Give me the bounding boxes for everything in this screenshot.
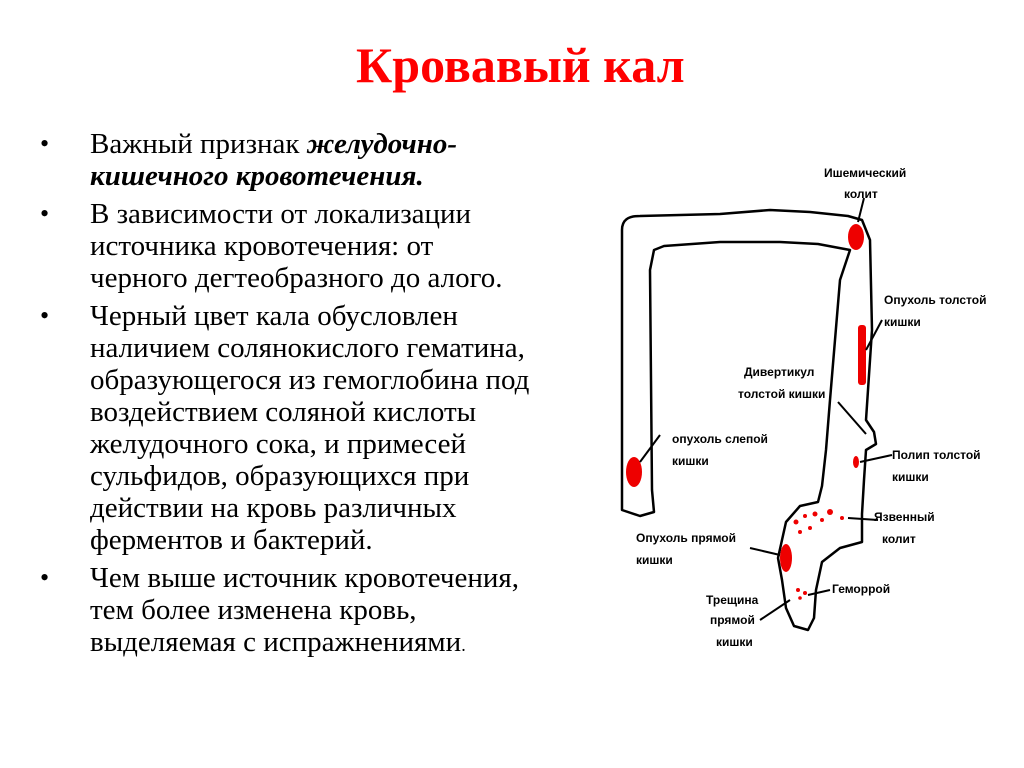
text-line: сульфидов, образующихся при <box>90 460 470 492</box>
blood-spot-polyp <box>853 456 859 468</box>
text-line: ферментов и бактерий. <box>90 524 373 556</box>
text-line: наличием солянокислого гематина, <box>90 332 525 364</box>
text-line: действии на кровь различных <box>90 492 457 524</box>
label-rectal-tumor: Опухоль прямой кишки <box>636 531 739 567</box>
text-line: Чем выше источник кровотечения, <box>90 562 519 594</box>
text-line: кишечного кровотечения. <box>90 160 424 192</box>
label-anal-fissure: Трещина прямой кишки <box>706 593 762 649</box>
colon-outer-outline <box>620 208 878 632</box>
label-cecum-tumor: опухоль слепой кишки <box>672 432 771 468</box>
bullet-item: • Важный признак желудочно- кишечного кр… <box>40 128 590 192</box>
blood-spot-cecum-tumor <box>626 457 642 487</box>
blood-spots-hemorrhoids <box>796 588 807 600</box>
text-line: В зависимости от локализации <box>90 198 472 230</box>
text-line: Черный цвет кала обусловлен <box>90 300 458 332</box>
bullet-item: • В зависимости от локализации источника… <box>40 198 590 294</box>
bullet-dot-icon: • <box>40 563 50 592</box>
leader-lines <box>639 197 893 621</box>
slide-title: Кровавый кал <box>356 37 685 93</box>
text-line: образующегося из гемоглобина под <box>90 364 530 396</box>
bullet-list: • Важный признак желудочно- кишечного кр… <box>40 128 590 667</box>
blood-spot-rectal-tumor <box>780 544 792 572</box>
bullet-item: • Черный цвет кала обусловлен наличием с… <box>40 300 590 556</box>
bullet-dot-icon: • <box>40 199 50 228</box>
label-ulcerative-colitis: Язвенный колит <box>874 510 938 546</box>
bullet-item: • Чем выше источник кровотечения, тем бо… <box>40 562 590 661</box>
label-diverticulum: Дивертикул толстой кишки <box>738 365 825 401</box>
label-hemorrhoids: Геморрой <box>832 582 890 596</box>
text-line: черного дегтеобразного до алого. <box>90 262 503 294</box>
text-line: воздействием соляной кислоты <box>90 396 477 428</box>
blood-spot-colon-tumor <box>858 325 866 385</box>
text-line: тем более изменена кровь, <box>90 594 417 626</box>
label-colon-tumor: Опухоль толстой кишки <box>884 293 990 329</box>
label-polyp: Полип толстой кишки <box>892 448 984 484</box>
bullet-dot-icon: • <box>40 301 50 330</box>
text-line: желудочного сока, и примесей <box>90 428 466 460</box>
text-line: Важный признак желудочно- <box>90 128 458 160</box>
text-line: выделяемая с испражнениями. <box>90 626 466 658</box>
bullet-dot-icon: • <box>40 129 50 158</box>
text-line: источника кровотечения: от <box>90 230 434 262</box>
label-ischemic-colitis: Ишемический колит <box>824 166 910 201</box>
blood-spots-ulcerative <box>793 509 844 534</box>
colon-diagram: Ишемический колит Опухоль толстой кишки … <box>620 166 990 649</box>
blood-spot-ischemic <box>848 224 864 250</box>
